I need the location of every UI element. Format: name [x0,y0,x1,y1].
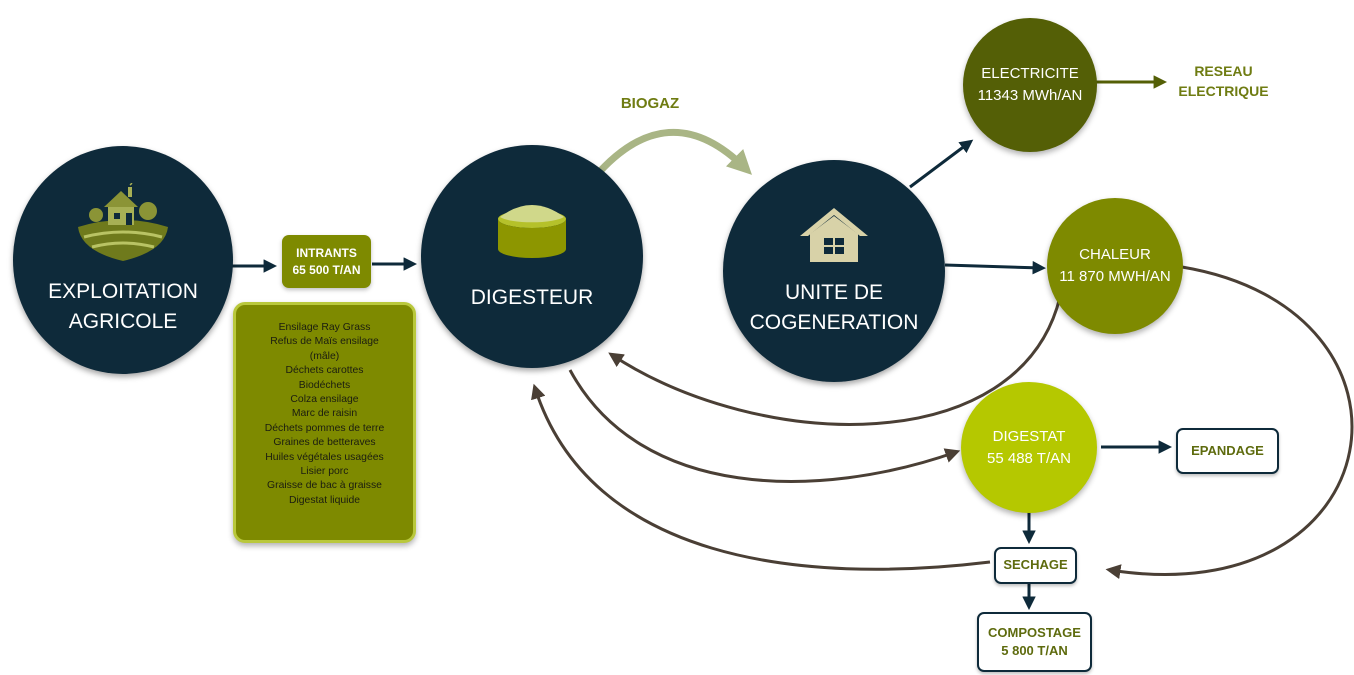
arrow-digesteur-digestat [568,369,961,483]
reseau-line1: RESEAU [1194,63,1253,79]
intrants-value: 65 500 T/AN [292,262,361,277]
biogaz-label: BIOGAZ [620,95,680,112]
input-item: Colza ensilage [290,394,359,406]
node-digesteur: DIGESTEUR [421,145,643,368]
node-chaleur: CHALEUR 11 870 MWH/AN [1047,198,1183,334]
farm-icon [78,182,168,261]
inputs-list-box: Ensilage Ray Grass Refus de Maïs ensilag… [233,302,416,543]
exploitation-line2: AGRICOLE [68,310,178,333]
node-sechage: SECHAGE [994,547,1077,584]
sechage-label: SECHAGE [1003,557,1068,573]
input-item: Ensilage Ray Grass [278,322,371,333]
cogeneration-line2: COGENERATION [749,311,919,334]
input-item: Marc de raisin [291,408,358,420]
tank-icon [498,205,566,259]
node-epandage: EPANDAGE [1176,428,1279,474]
input-item: (mâle) [309,350,340,362]
epandage-label: EPANDAGE [1191,442,1264,458]
node-digestat: DIGESTAT 55 488 T/AN [961,382,1097,513]
chaleur-value: 11 870 MWH/AN [1059,268,1171,285]
arrow-biogaz [591,128,752,181]
arrow-chaleur-digesteur [608,296,1062,426]
node-cogeneration: UNITE DE COGENERATION [723,160,945,382]
input-item: Refus de Maïs ensilage [270,336,379,348]
arrow-cogeneration-electricite [909,139,974,189]
input-item: Digestat liquide [288,494,361,506]
arrow-sechage-digesteur [531,383,991,571]
input-item: Déchets pommes de terre [264,422,385,434]
electricite-label: ELECTRICITE [981,65,1079,83]
node-exploitation-agricole: EXPLOITATION AGRICOLE [13,146,233,374]
input-item: Lisier porc [300,466,349,478]
cogeneration-line1: UNITE DE [784,280,883,304]
input-item: Graisse de bac à graisse [267,480,382,492]
node-electricite: ELECTRICITE 11343 MWh/AN [963,18,1097,152]
electricite-value: 11343 MWh/AN [977,87,1083,104]
reseau-line2: ELECTRIQUE [1178,83,1269,100]
arrow-cogeneration-chaleur [944,260,1047,275]
reseau-electrique-label: RESEAU ELECTRIQUE [1165,61,1282,102]
compostage-label: COMPOSTAGE [988,624,1081,640]
intrants-label: INTRANTS [296,246,357,261]
node-intrants: INTRANTS 65 500 T/AN [282,235,371,288]
digesteur-label: DIGESTEUR [470,286,594,310]
digestat-label: DIGESTAT [992,427,1066,445]
input-item: Biodéchets [298,379,351,391]
arrow-chaleur-sechage [1105,265,1354,580]
input-item: Déchets carottes [285,365,364,377]
input-item: Huiles végétales usagées [265,451,384,463]
exploitation-line1: EXPLOITATION [48,279,198,303]
compostage-value: 5 800 T/AN [1001,643,1068,658]
digestat-value: 55 488 T/AN [987,449,1071,467]
house-icon [800,207,868,262]
chaleur-label: CHALEUR [1079,246,1151,264]
input-item: Graines de betteraves [273,437,376,449]
node-compostage: COMPOSTAGE 5 800 T/AN [977,612,1092,672]
